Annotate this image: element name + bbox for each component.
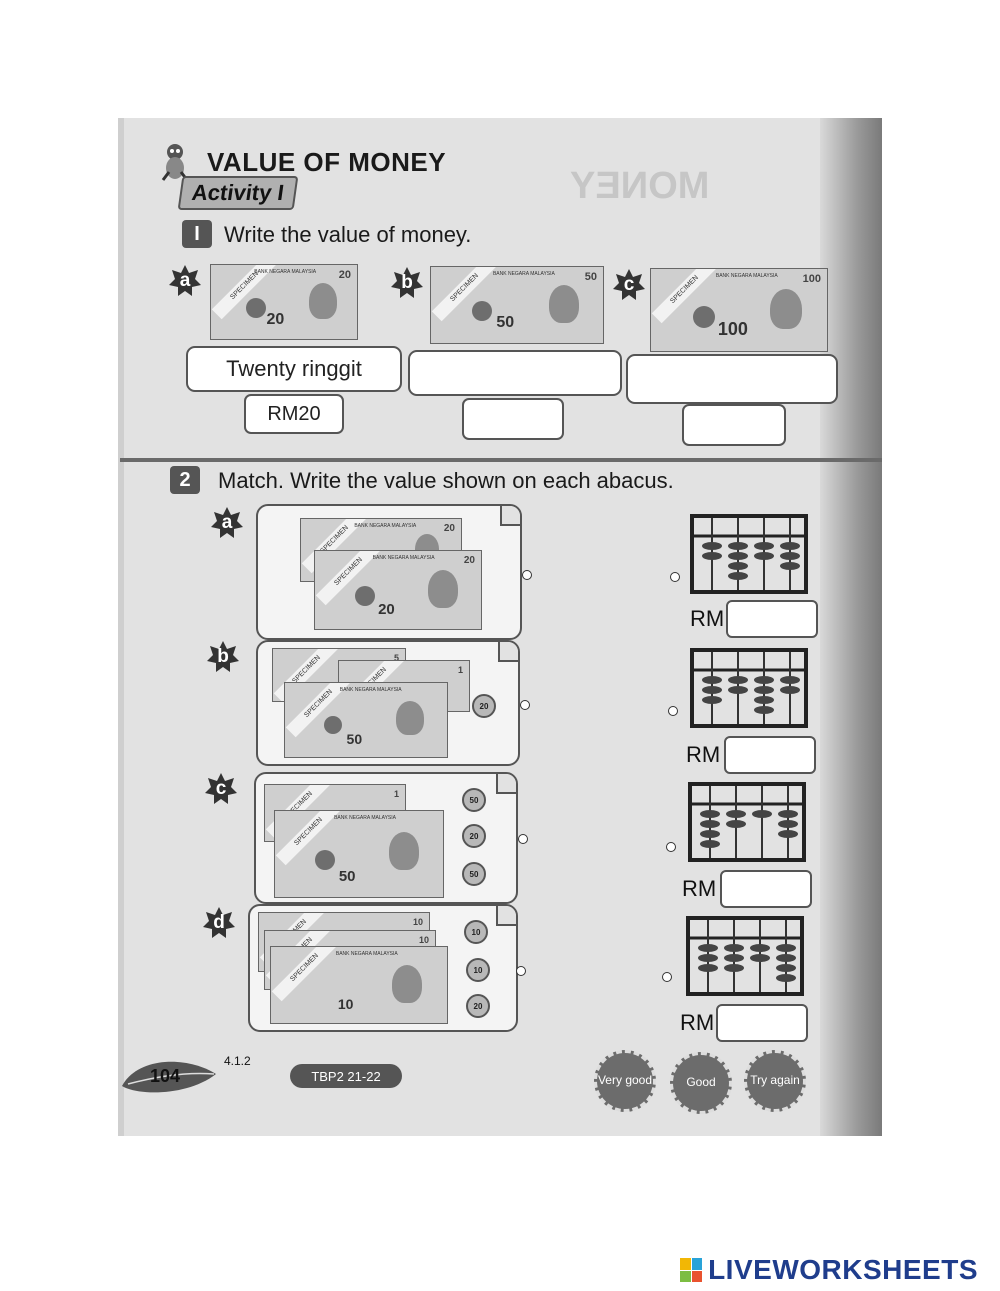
page-binding-shadow bbox=[820, 118, 882, 1136]
banknote-rm50: SPECIMEN BANK NEGARA MALAYSIA 50 50 bbox=[430, 266, 604, 344]
label-d-badge: d bbox=[202, 906, 236, 940]
match-dot-left-a[interactable] bbox=[522, 570, 532, 580]
liveworksheets-brand: LIVEWORKSHEETS bbox=[680, 1254, 978, 1286]
match-dot-left-b[interactable] bbox=[520, 700, 530, 710]
banknote-rm20: SPECIMEN BANK NEGARA MALAYSIA 20 20 bbox=[314, 550, 482, 630]
label-b-badge: b bbox=[206, 640, 240, 674]
label-c-badge: c bbox=[612, 268, 646, 302]
match-dot-right-c[interactable] bbox=[666, 842, 676, 852]
abacus-icon bbox=[690, 648, 808, 728]
money-panel-d: SPECIMEN 10 SPECIMEN 10 SPECIMEN BANK NE… bbox=[248, 904, 518, 1032]
section-divider bbox=[120, 458, 882, 462]
banknote-rm50: SPECIMEN BANK NEGARA MALAYSIA 50 bbox=[284, 682, 448, 758]
question-1-instruction: Write the value of money. bbox=[224, 222, 472, 247]
question-1-number: I bbox=[182, 220, 212, 248]
match-dot-left-c[interactable] bbox=[518, 834, 528, 844]
coin-50-sen: 50 bbox=[462, 862, 486, 886]
money-panel-c: SPECIMEN 1 SPECIMEN BANK NEGARA MALAYSIA… bbox=[254, 772, 518, 904]
rm-label-a: RM bbox=[690, 606, 725, 631]
match-dot-right-a[interactable] bbox=[670, 572, 680, 582]
page-number: 104 bbox=[150, 1066, 181, 1086]
banknote-rm10: SPECIMEN BANK NEGARA MALAYSIA 10 bbox=[270, 946, 448, 1024]
answer-rm-a[interactable]: RM20 bbox=[244, 394, 344, 434]
rm-label-b: RM bbox=[686, 742, 721, 767]
label-a-badge: a bbox=[210, 506, 244, 540]
coin-50-sen: 50 bbox=[462, 788, 486, 812]
liveworksheets-logo-icon bbox=[680, 1258, 703, 1282]
label-b-badge: b bbox=[390, 266, 424, 300]
label-a-badge: a bbox=[168, 264, 202, 298]
rm-answer-b[interactable] bbox=[724, 736, 816, 774]
rm-answer-d[interactable] bbox=[716, 1004, 808, 1042]
coin-10-sen: 10 bbox=[464, 920, 488, 944]
banknote-rm50: SPECIMEN BANK NEGARA MALAYSIA 50 bbox=[274, 810, 444, 898]
leaf-icon bbox=[122, 1061, 216, 1093]
rm-answer-c[interactable] bbox=[720, 870, 812, 908]
money-panel-a: SPECIMEN BANK NEGARA MALAYSIA 20 SPECIME… bbox=[256, 504, 522, 640]
question-2-instruction: Match. Write the value shown on each aba… bbox=[218, 468, 674, 493]
brand-name: LIVEWORKSHEETS bbox=[708, 1254, 978, 1285]
page-edge-shadow bbox=[118, 118, 124, 1136]
rm-label-c: RM bbox=[682, 876, 717, 901]
answer-words-b[interactable] bbox=[408, 350, 622, 396]
rm-label-d: RM bbox=[680, 1010, 715, 1035]
bleed-through-text: MONEY bbox=[570, 165, 710, 207]
coin-20-sen: 20 bbox=[462, 824, 486, 848]
coin-10-sen: 10 bbox=[466, 958, 490, 982]
money-panel-b: SPECIMEN 5 SPECIMEN 1 SPECIMEN BANK NEGA… bbox=[256, 640, 520, 766]
activity-label: Activity I bbox=[177, 176, 299, 210]
abacus-icon bbox=[688, 782, 806, 862]
answer-rm-b[interactable] bbox=[462, 398, 564, 440]
page-title: VALUE OF MONEY bbox=[207, 146, 447, 177]
banknote-rm20: SPECIMEN BANK NEGARA MALAYSIA 20 20 bbox=[210, 264, 358, 340]
medal-try-again[interactable]: Try again bbox=[744, 1050, 806, 1112]
answer-words-a[interactable]: Twenty ringgit bbox=[186, 346, 402, 392]
answer-rm-c[interactable] bbox=[682, 404, 786, 446]
match-dot-right-d[interactable] bbox=[662, 972, 672, 982]
match-dot-right-b[interactable] bbox=[668, 706, 678, 716]
rm-answer-a[interactable] bbox=[726, 600, 818, 638]
abacus-icon bbox=[690, 514, 808, 594]
question-2-number: 2 bbox=[170, 466, 200, 494]
syllabus-code: 4.1.2 bbox=[224, 1054, 251, 1068]
abacus-icon bbox=[686, 916, 804, 996]
coin-20-sen: 20 bbox=[472, 694, 496, 718]
medal-very-good[interactable]: Very good bbox=[594, 1050, 656, 1112]
medal-good[interactable]: Good bbox=[670, 1052, 732, 1114]
textbook-reference: TBP2 21-22 bbox=[290, 1064, 402, 1088]
label-c-badge: c bbox=[204, 772, 238, 806]
match-dot-left-d[interactable] bbox=[516, 966, 526, 976]
coin-20-sen: 20 bbox=[466, 994, 490, 1018]
answer-words-c[interactable] bbox=[626, 354, 838, 404]
banknote-rm100: SPECIMEN BANK NEGARA MALAYSIA 100 100 bbox=[650, 268, 828, 352]
